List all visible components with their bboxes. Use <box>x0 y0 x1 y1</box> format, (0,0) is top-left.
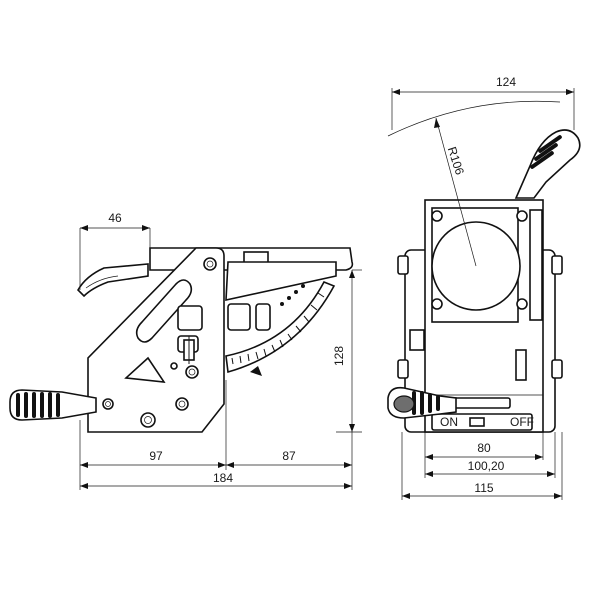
dim-184-label: 184 <box>213 471 233 485</box>
dim-100-label: 100,20 <box>468 459 505 473</box>
dim-bottom-right: 80 100,20 115 <box>401 432 563 500</box>
front-view-body: ON OFF <box>397 199 563 433</box>
dim-80-label: 80 <box>477 441 491 455</box>
dim-115-label: 115 <box>474 481 493 495</box>
front-handle <box>387 386 457 419</box>
dim-bottom-left: 97 87 184 <box>79 380 353 490</box>
on-label: ON <box>440 415 458 429</box>
dim-124: 124 <box>391 75 575 130</box>
top-lever <box>77 263 149 298</box>
dim-97-label: 97 <box>149 449 163 463</box>
off-label: OFF <box>510 415 534 429</box>
scale-pointer <box>183 336 262 376</box>
front-lever <box>514 129 581 199</box>
dim-87-label: 87 <box>282 449 296 463</box>
side-view-body <box>87 247 354 433</box>
side-view: 46 128 97 87 184 <box>9 211 362 490</box>
dim-128: 128 <box>332 269 362 433</box>
dim-128-label: 128 <box>332 346 346 366</box>
dim-124-label: 124 <box>496 75 516 89</box>
dim-r106-label: R106 <box>445 145 467 177</box>
dim-46-label: 46 <box>108 211 122 225</box>
front-view: ON OFF R106 <box>387 75 581 500</box>
dim-46: 46 <box>79 211 151 290</box>
angle-scale <box>225 280 336 374</box>
bottom-handle <box>9 389 97 421</box>
